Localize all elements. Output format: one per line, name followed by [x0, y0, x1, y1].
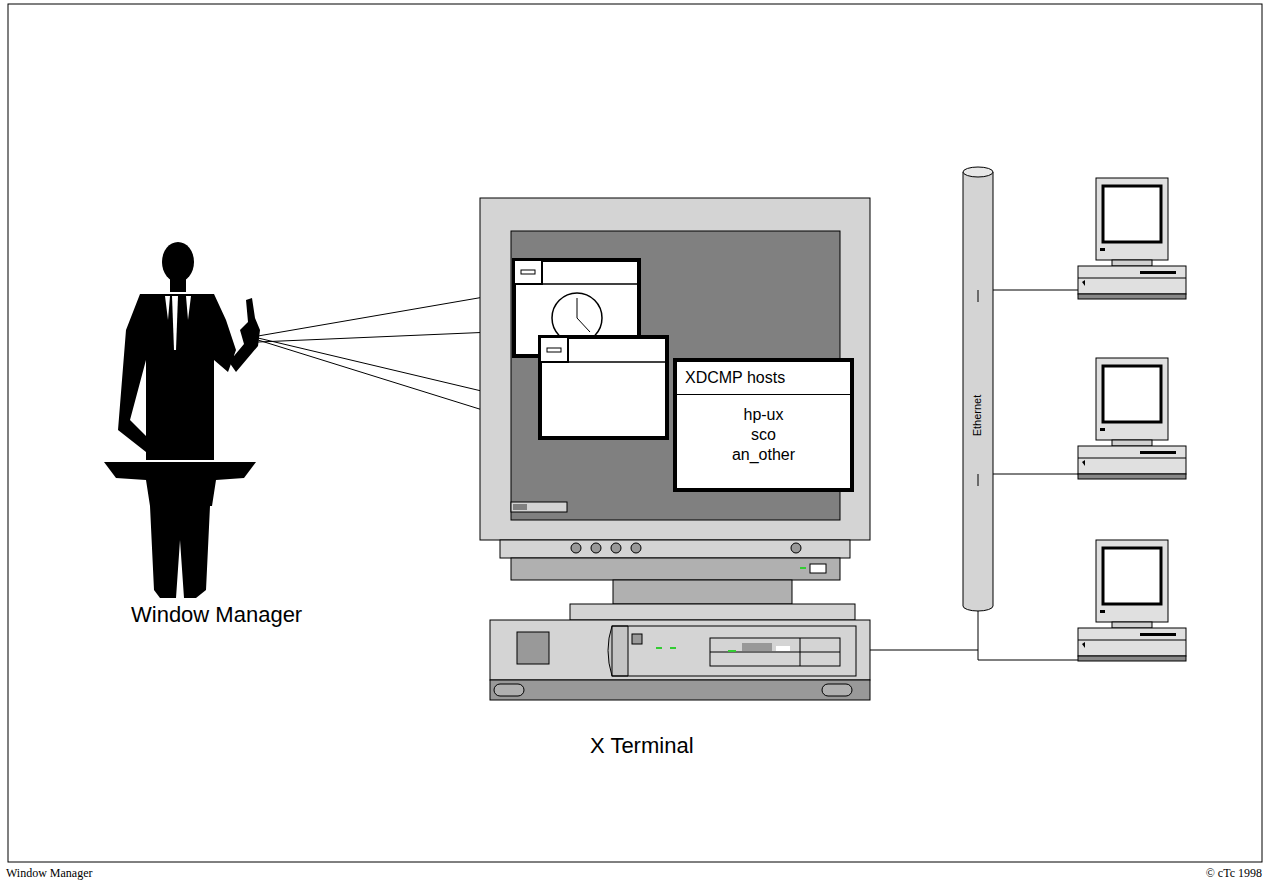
frame [8, 4, 1262, 862]
copyright: © cTc 1998 [1206, 866, 1262, 881]
host-name: an_other [677, 445, 850, 465]
x-terminal [480, 198, 870, 700]
footer-caption: Window Manager [6, 866, 93, 881]
blank-window [540, 337, 667, 438]
figure-label: X Terminal [590, 733, 694, 759]
cable-label: Ethernet [973, 395, 984, 437]
host-name: hp-ux [677, 405, 850, 425]
collar [165, 296, 191, 320]
ethernet-cable [870, 167, 1080, 660]
host-list-window: XDCMP hosts hp-uxscoan_other [673, 358, 854, 492]
workstation [1078, 358, 1186, 479]
window-title: XDCMP hosts [677, 362, 850, 395]
workstation [1078, 178, 1186, 299]
host-name: sco [677, 425, 850, 445]
figure-label: Window Manager [131, 602, 302, 628]
presenter-silhouette [104, 242, 260, 598]
tie-highlight [172, 296, 178, 350]
workstations [1078, 178, 1186, 661]
workstation [1078, 540, 1186, 661]
